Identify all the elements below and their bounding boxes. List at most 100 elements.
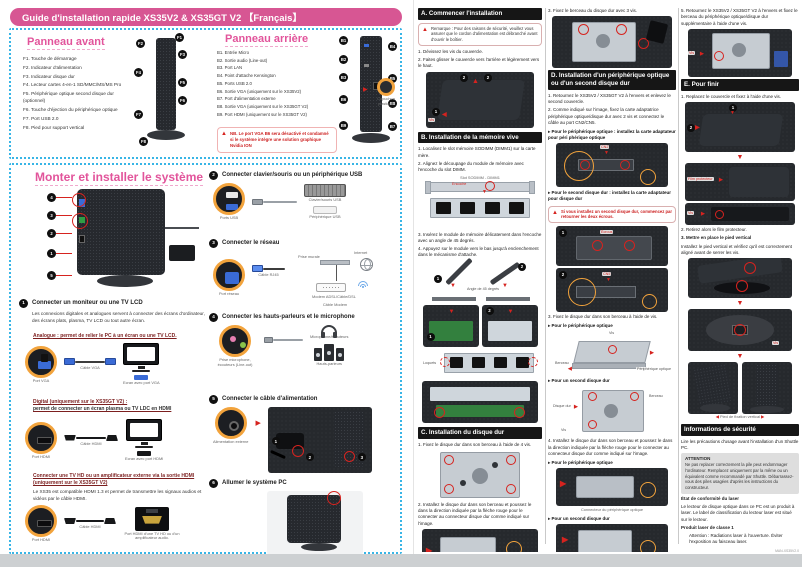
down-arrow-icon: ▼: [450, 282, 456, 289]
attention-box: ATTENTION Ne pas replacer correctement l…: [681, 453, 799, 494]
down-arrow-icon: ▼: [482, 188, 487, 195]
vga-port-icon: [25, 345, 57, 378]
left-arrow-icon: ◀: [442, 111, 447, 118]
hdd-install-photo: ▶ Connecteur disque dur: [422, 529, 538, 552]
hdd-option-subtitle: Pour un second disque dur: [548, 516, 676, 522]
right-arrow-icon: ▶: [363, 87, 368, 93]
callout-badge: B3: [339, 73, 348, 82]
insert-angle-diagram: 1 2 ▼ ▼ Angle de 45 degrés: [422, 257, 538, 303]
rear-panel-item: B9. Port HDMI (uniquement sur le XS35GT …: [217, 111, 307, 117]
section-d-header: D. Installation d'un périphérique optiqu…: [548, 70, 676, 90]
digital-subtitle: Digital (uniquement sur le XS35GT V2) : …: [33, 399, 172, 412]
front-panel-item: F1. Touche de démarrage: [23, 56, 77, 61]
down-triangle-icon: ▼: [736, 300, 744, 308]
analog-subtitle: Analogue : permet de relier le PC à un é…: [33, 333, 177, 339]
right-arrow-icon: ▶: [719, 176, 723, 183]
digital-figure: Port HDMI Câble HDMI Ecran avec port HDM…: [25, 419, 163, 462]
front-panel-title: Panneau avant: [27, 36, 105, 50]
cover-removal-photo: 2 2 ▲ 1 Vis ◀: [426, 71, 534, 128]
callout-badge: F6: [178, 96, 187, 105]
front-panel-item: F4. Lecteur cartes 4-en-1 SD/MMC/MS/MS P…: [23, 82, 122, 88]
callout-badge: B9: [339, 121, 348, 130]
right-arrow-icon: ▶: [761, 414, 765, 420]
front-panel-item: F7. Port USB 2.0: [23, 115, 59, 121]
callout-badge: B5: [388, 74, 397, 83]
callout-badge: 5: [47, 271, 72, 280]
front-panel-item: F6. Touche d'éjection du périphérique op…: [23, 106, 118, 112]
front-panel-item: F2. Indicateur d'alimentation: [23, 64, 82, 70]
down-triangle-icon: ▼: [736, 153, 744, 161]
callout-badge: 4: [47, 193, 72, 202]
step-1: 1 Connecter un moniteur ou une TV LCD Le…: [19, 299, 207, 325]
right-arrow-icon: ▶: [695, 124, 700, 131]
audio-jacks-icon: [219, 325, 251, 357]
attention-body: Ne pas replacer correctement la pile peu…: [685, 462, 794, 491]
section-a-header: A. Commencer l'installation: [418, 8, 542, 20]
callout-badge: F8: [139, 137, 148, 146]
stand-screw-photo: Vis: [688, 309, 792, 352]
callout-badge: 1: [47, 249, 72, 258]
callout-badge: B1: [339, 36, 348, 45]
callout-badge: F3: [178, 50, 187, 59]
sodimm-slot-diagram: Slot SODIMM - DIMM1 Encoche ▼: [422, 175, 538, 230]
optical-drive-figure: Vis Berceau ◀ ▶ Périphérique optique: [552, 331, 673, 376]
section-b-step: 1. Localisez le slot mémoire SODIMM (DIM…: [418, 146, 536, 158]
section-e-step: 3. Mettre en place le pied vertical: [681, 235, 752, 241]
document-page: Guide d'installation rapide XS35V2 & XS3…: [0, 0, 802, 554]
stand-align-photo: [688, 258, 792, 299]
section-e-step-body: Installez le pied vertical et vérifiez q…: [681, 243, 792, 255]
section-e-step: 2. Retirez alors le film protecteur.: [681, 226, 747, 232]
section-c-step: 3. Fixez le berceau du disque dur avec 3…: [548, 8, 638, 13]
rear-panel-item: B6. Sortie VGA (uniquement sur le XS35V2…: [217, 88, 302, 94]
internet-globe-icon: [360, 258, 373, 271]
optical-connector-caption: Connecteur du périphérique optique: [580, 507, 644, 513]
step-2-title: Connecter clavier/souris ou un périphéri…: [222, 172, 363, 178]
front-panel-item: F3. Indicateur disque dur: [23, 73, 75, 79]
hdmi-port-icon: [25, 505, 57, 537]
screw-label: Vis: [428, 117, 436, 122]
section-d-column: 3. Fixez le berceau du disque dur avec 3…: [548, 8, 676, 552]
down-arrow-icon: ▼: [730, 109, 735, 116]
down-arrow-icon: ▼: [606, 276, 611, 283]
second-hdd-figure: Disque dur ▶ Berceau Vis: [552, 386, 672, 437]
headset-icon: Microphone/écouteurs: [310, 325, 349, 340]
step-3-title: Connecter le réseau: [222, 240, 280, 246]
hdmi-cable-icon: Câble HDMI: [64, 434, 118, 447]
callout-badge: B7: [388, 122, 397, 131]
right-arrow-icon: ▶: [700, 50, 704, 57]
assembly-title: Monter et installer le système: [35, 170, 204, 186]
step-number-badge: 1: [19, 299, 28, 308]
step-number-badge: 4: [209, 313, 218, 322]
hdmi-monitor-icon: Ecran avec port HDMI: [125, 419, 163, 462]
page-fold-line: [413, 0, 414, 554]
audio-cable-icon: [264, 337, 303, 343]
product-photo: [742, 362, 792, 415]
wifi-icon: [358, 281, 368, 288]
right-arrow-icon: ▶: [701, 210, 705, 217]
network-diagram: Prise murale Internet Modem ADSL/Câble/D…: [292, 250, 388, 313]
rear-panel-item: B5. Ports USB 2.0: [217, 80, 252, 86]
right-arrow-icon: ▶: [560, 479, 567, 489]
rear-ports-photo: Vis ▶: [685, 202, 795, 225]
warning-triangle-icon: ▲: [422, 26, 428, 33]
left-arrow-icon: ◀: [715, 414, 719, 420]
optical-option-subtitle: Pour le périphérique optique: [548, 460, 676, 466]
step-6-title: Allumer le système PC: [222, 480, 287, 486]
section-e-header: E. Pour finir: [681, 78, 799, 91]
usb-ports-icon: [213, 183, 245, 215]
rear-panel-item: B1. Entrée Micro: [217, 50, 250, 55]
plastic-cap-figure: Capuchon plastique: [371, 78, 401, 107]
section-c-step: 1. Fixez le disque dur dans son berceau …: [418, 441, 532, 447]
bracket-screws-photo: [552, 16, 672, 69]
final-product-photos: [681, 362, 799, 415]
warning-triangle-icon: ▲: [552, 209, 558, 216]
